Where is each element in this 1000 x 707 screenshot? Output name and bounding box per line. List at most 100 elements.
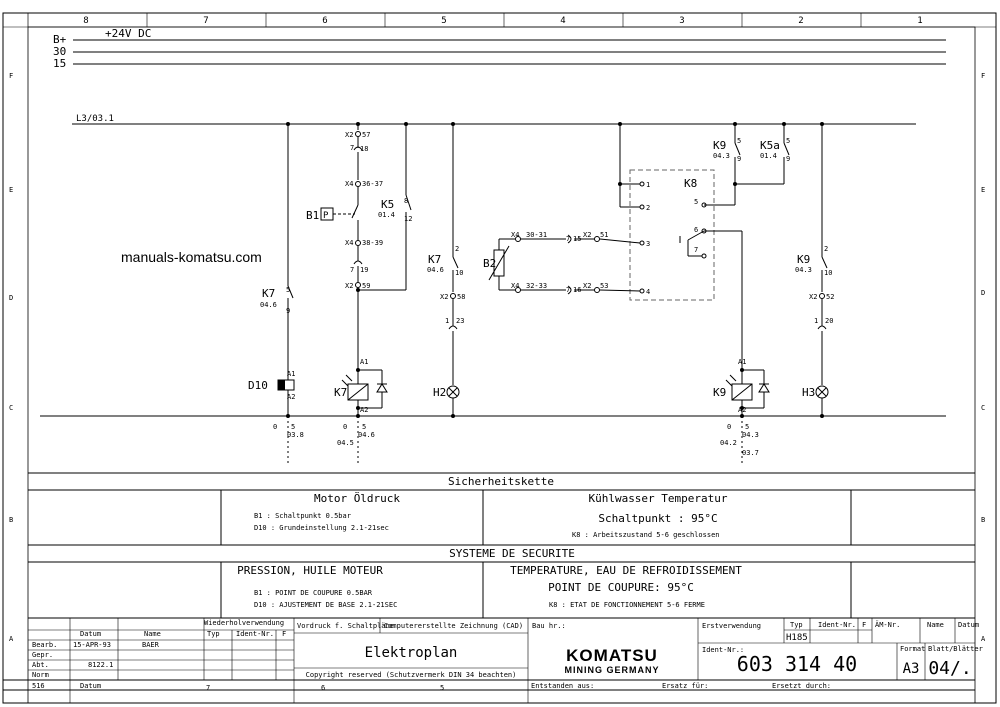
copyright-note: Copyright reserved (Schutzvermerk DIN 34… bbox=[306, 671, 517, 679]
title-field-label: Erstverwendung bbox=[702, 622, 761, 630]
column-ruler: 8 7 6 5 4 3 2 1 bbox=[3, 13, 996, 28]
title-field-label: Format bbox=[900, 645, 925, 653]
k5a-label: K5a bbox=[760, 139, 780, 152]
title-field-label: Computererstellte Zeichnung (CAD) bbox=[384, 622, 523, 630]
terminal-label: 51 bbox=[600, 231, 608, 239]
terminal-label: X2 bbox=[440, 293, 448, 301]
branch-k8: 1 2 3 4 K8 5 6 7 B2 X4 30-31 X4 32-33 bbox=[483, 122, 790, 466]
terminal-label: X4 bbox=[511, 282, 519, 290]
xref: 04.6 bbox=[358, 431, 375, 439]
h2-label: H2 bbox=[433, 386, 446, 399]
branch-h3: K9 04.3 2 10 X2 52 1 20 H3 bbox=[795, 122, 834, 418]
k8-label: K8 bbox=[684, 177, 697, 190]
xref: 0 bbox=[343, 423, 347, 431]
pin-label: 8 bbox=[404, 197, 408, 205]
oil-pressure-title-de: Motor Öldruck bbox=[314, 492, 400, 505]
row-label: C bbox=[9, 404, 13, 412]
k5-label: K5 bbox=[381, 198, 394, 211]
title-block: Wiederholverwendung Typ Ident-Nr. F Vord… bbox=[3, 618, 983, 703]
k9-coil-label: K9 bbox=[713, 386, 726, 399]
title-field-label: Wiederholverwendung bbox=[204, 619, 284, 627]
drawn-by: BAER bbox=[142, 641, 160, 649]
pin-label: 2 bbox=[824, 245, 828, 253]
coolant-subtitle-fr: POINT DE COUPURE: 95°C bbox=[548, 581, 694, 594]
pin-label: 9 bbox=[786, 155, 790, 163]
title-field-label: Blatt/Blätter bbox=[928, 645, 983, 653]
terminal-label: 58 bbox=[457, 293, 465, 301]
title-field-label: Entstanden aus: bbox=[531, 682, 594, 690]
sheet-value: 04/. bbox=[928, 658, 971, 679]
branch-h2: K7 04.6 2 10 X2 58 1 23 H2 bbox=[427, 122, 465, 418]
line-reference: L3/03.1 bbox=[76, 114, 114, 124]
terminal-label: 7 bbox=[350, 144, 354, 152]
column-label: 7 bbox=[203, 16, 208, 26]
terminal-label: 19 bbox=[360, 266, 368, 274]
xref: 5 bbox=[291, 423, 295, 431]
title-field-label: F bbox=[862, 621, 866, 629]
xref: 04.5 bbox=[337, 439, 354, 447]
column-label: 6 bbox=[321, 684, 325, 692]
terminal-label: 1 bbox=[445, 317, 449, 325]
rail-15-label: 15 bbox=[53, 57, 66, 70]
title-field-label: Ident-Nr.: bbox=[702, 646, 744, 654]
pin-label: 10 bbox=[455, 269, 463, 277]
k9-contact-ref: 04.3 bbox=[713, 152, 730, 160]
row-label: D bbox=[981, 289, 985, 297]
terminal-label: X2 bbox=[345, 282, 353, 290]
terminal-label: 59 bbox=[362, 282, 370, 290]
row-label: A bbox=[9, 635, 14, 643]
b2-label: B2 bbox=[483, 257, 496, 270]
rail-30-label: 30 bbox=[53, 45, 66, 58]
column-label: 7 bbox=[206, 684, 210, 692]
type-value: H185 bbox=[786, 633, 808, 643]
terminal-label: 1 bbox=[814, 317, 818, 325]
branch-d10: K7 04.6 5 9 D10 A1 A2 0 5 03.8 bbox=[248, 122, 304, 465]
pin-label: A1 bbox=[360, 358, 368, 366]
k7-contact-ref: 04.6 bbox=[427, 266, 444, 274]
drawn-date: 15-APR-93 bbox=[73, 641, 111, 649]
pin-label: 5 bbox=[286, 286, 290, 294]
terminal-label: 23 bbox=[456, 317, 464, 325]
title-field-label: Norm bbox=[32, 671, 49, 679]
oil-pressure-note-fr: D10 : AJUSTEMENT DE BASE 2.1-21SEC bbox=[254, 601, 397, 609]
row-label: B bbox=[981, 516, 985, 524]
k5-ref: 01.4 bbox=[378, 211, 395, 219]
column-label: 4 bbox=[560, 16, 565, 26]
row-label: E bbox=[9, 186, 13, 194]
terminal-label: X2 bbox=[345, 131, 353, 139]
pressure-symbol: P bbox=[323, 211, 329, 221]
pin-label: 4 bbox=[646, 288, 650, 296]
revision-value: 516 bbox=[32, 682, 45, 690]
pin-label: A2 bbox=[360, 406, 368, 414]
title-field-label: Datum bbox=[80, 630, 101, 638]
pin-label: 5 bbox=[786, 137, 790, 145]
safety-chain-title-de: Sicherheitskette bbox=[448, 475, 554, 488]
title-field-label: Bau hr.: bbox=[532, 622, 566, 630]
row-label: F bbox=[981, 72, 985, 80]
pin-label: 1 bbox=[646, 181, 650, 189]
oil-pressure-note: B1 : Schaltpunkt 0.5bar bbox=[254, 512, 351, 520]
voltage-label: +24V DC bbox=[105, 27, 151, 40]
title-field-label: Vordruck f. Schaltpläne bbox=[297, 622, 394, 630]
row-label: E bbox=[981, 186, 985, 194]
title-field-label: Typ bbox=[207, 630, 220, 638]
title-field-label: Bearb. bbox=[32, 641, 57, 649]
xref: 0 bbox=[273, 423, 277, 431]
title-field-label: Ersatz für: bbox=[662, 682, 708, 690]
pin-label: 7 bbox=[694, 246, 698, 254]
k7-contact-ref: 04.6 bbox=[260, 301, 277, 309]
title-field-label: Ident-Nr. bbox=[236, 630, 274, 638]
format-value: A3 bbox=[903, 661, 920, 677]
column-label: 5 bbox=[441, 16, 446, 26]
coolant-note: K8 : Arbeitszustand 5-6 geschlossen bbox=[572, 531, 720, 539]
oil-pressure-title-fr: PRESSION, HUILE MOTEUR bbox=[237, 564, 383, 577]
title-field-label: Datum bbox=[80, 682, 101, 690]
terminal-label: X2 bbox=[583, 231, 591, 239]
xref: 5 bbox=[362, 423, 366, 431]
h3-label: H3 bbox=[802, 386, 815, 399]
pin-label: 9 bbox=[286, 307, 290, 315]
k7-coil-label: K7 bbox=[334, 386, 347, 399]
k9-contact-label: K9 bbox=[713, 139, 726, 152]
pin-label: 9 bbox=[737, 155, 741, 163]
